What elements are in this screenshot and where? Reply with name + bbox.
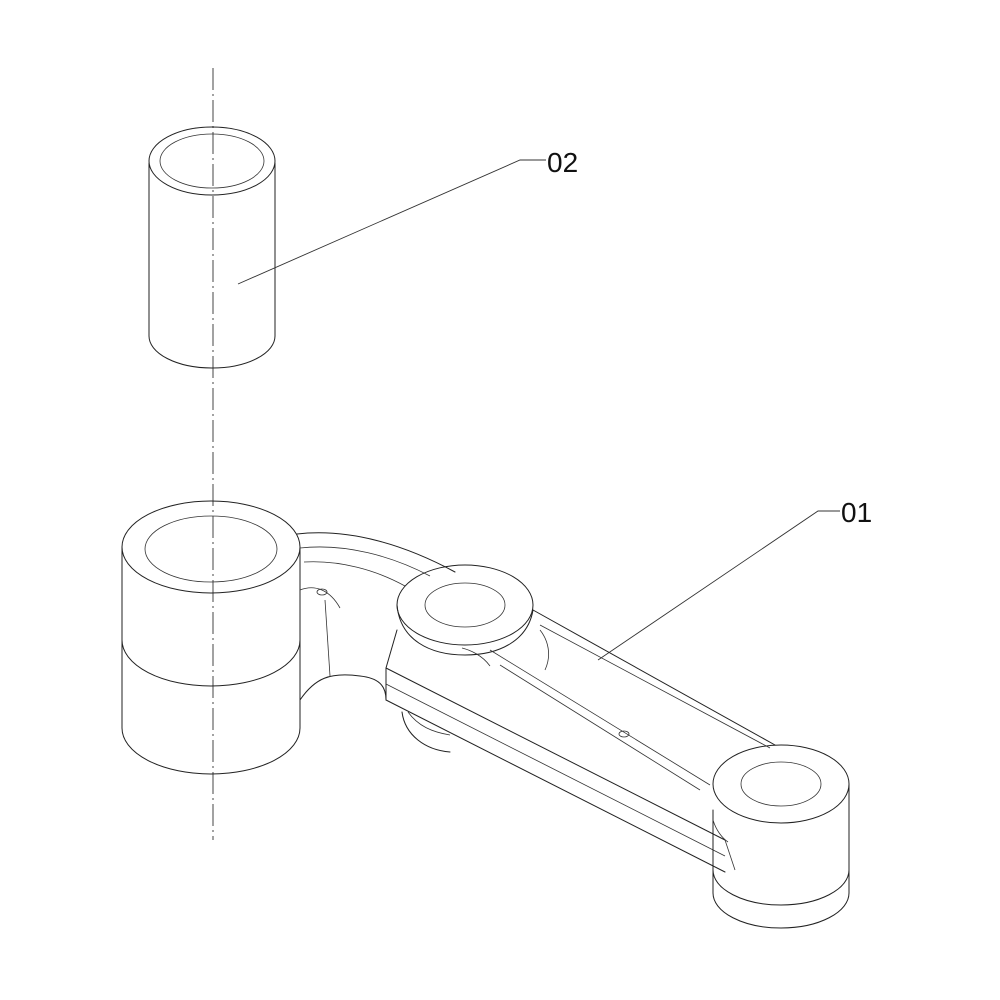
lever-arm-part [121,500,850,929]
bushing-sleeve-part [148,126,276,369]
leader-line-02 [237,159,546,285]
callout-label-02: 02 [547,147,578,178]
callout-label-01: 01 [841,497,872,528]
leader-line-01 [597,510,840,661]
